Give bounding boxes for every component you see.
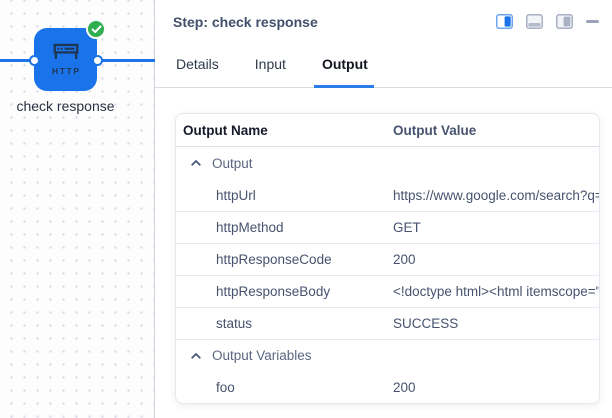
browser-window-icon (51, 43, 81, 65)
minimize-panel-icon[interactable] (586, 20, 599, 23)
group-label: Output (212, 155, 253, 171)
tab-input[interactable]: Input (254, 56, 286, 72)
table-header-row: Output Name Output Value (176, 114, 599, 147)
panel-title: Step: check response (173, 13, 318, 30)
output-name: status (216, 316, 253, 331)
node-label: check response (16, 98, 115, 114)
table-row: httpResponseBody <!doctype html><html it… (176, 275, 599, 307)
dock-panel-right-icon[interactable] (496, 14, 513, 29)
table-row: status SUCCESS (176, 307, 599, 339)
panel-header: Step: check response (155, 0, 612, 38)
output-table: Output Name Output Value Output httpUrl … (175, 113, 600, 404)
output-value: 200 (393, 379, 416, 395)
workflow-canvas[interactable]: HTTP check response (0, 0, 155, 418)
input-port[interactable] (28, 54, 40, 66)
dock-panel-bottom-icon[interactable] (526, 14, 543, 29)
output-value: 200 (393, 252, 416, 267)
column-header-output-name: Output Name (183, 122, 268, 138)
table-row: httpResponseCode 200 (176, 243, 599, 275)
tab-bar: Details Input Output (155, 38, 612, 88)
panel-controls (496, 14, 603, 29)
group-label: Output Variables (212, 348, 312, 363)
tab-output[interactable]: Output (313, 56, 374, 88)
output-value: SUCCESS (393, 316, 459, 331)
table-row: httpMethod GET (176, 211, 599, 243)
collapse-chevron-icon[interactable] (189, 157, 203, 169)
output-value: GET (393, 220, 421, 235)
group-row-output: Output (176, 147, 599, 179)
output-value: https://www.google.com/search?q= (393, 187, 599, 203)
incoming-connection-line (0, 58, 34, 62)
output-name: httpUrl (216, 187, 256, 203)
column-header-output-value: Output Value (393, 122, 477, 138)
float-panel-icon[interactable] (556, 14, 573, 29)
http-step-node[interactable]: HTTP (34, 19, 106, 91)
success-check-badge-icon (86, 19, 106, 39)
output-value: <!doctype html><html itemscope=" (393, 284, 599, 299)
output-name: foo (216, 379, 235, 395)
output-name: httpResponseCode (216, 252, 332, 267)
group-row-output-variables: Output Variables (176, 339, 599, 371)
table-row: foo 200 (176, 371, 599, 403)
collapse-chevron-icon[interactable] (189, 350, 203, 362)
output-name: httpMethod (216, 220, 284, 235)
output-port[interactable] (91, 54, 103, 66)
node-type-label: HTTP (52, 66, 81, 76)
outgoing-connection-line (97, 58, 155, 62)
tab-content: Output Name Output Value Output httpUrl … (155, 88, 612, 418)
table-row: httpUrl https://www.google.com/search?q= (176, 179, 599, 211)
output-name: httpResponseBody (216, 284, 331, 299)
step-detail-panel: Step: check response (155, 0, 612, 418)
tab-details[interactable]: Details (176, 56, 219, 72)
